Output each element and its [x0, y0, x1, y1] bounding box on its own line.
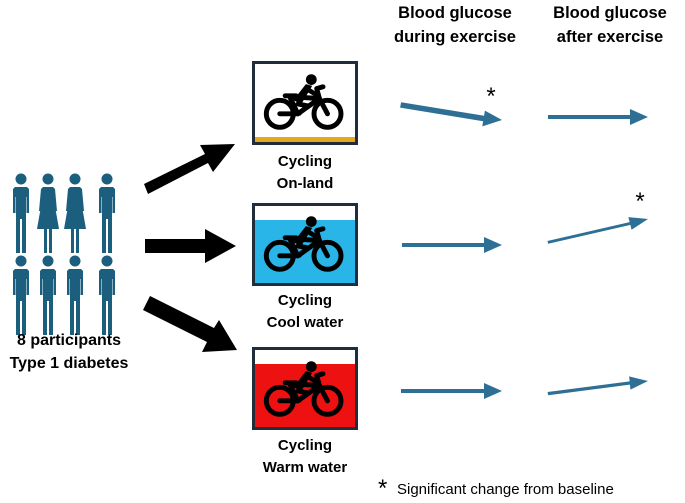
warm-during-arrow-flat [401, 383, 502, 399]
participant-group [13, 173, 115, 335]
condition-cool: Cycling Cool water [252, 203, 358, 331]
male-person-icon [99, 255, 115, 335]
header-during-line2: during exercise [394, 28, 516, 46]
assignment-arrow-cool [145, 229, 236, 263]
cool-label-line1: Cycling [278, 292, 332, 309]
land-label-line2: On-land [277, 175, 334, 192]
cool-during-arrow-flat [402, 237, 502, 253]
header-after: Blood glucose after exercise [553, 4, 667, 46]
land-during-arrow-down [400, 102, 502, 127]
warm-label-line2: Warm water [263, 459, 348, 476]
male-person-icon [13, 255, 29, 335]
header-after-line1: Blood glucose [553, 4, 667, 22]
cool-panel-frame [252, 203, 358, 286]
warm-after-arrow-up [547, 376, 648, 396]
land-label-line1: Cycling [278, 153, 332, 170]
footnote-text: Significant change from baseline [397, 481, 614, 498]
trend-arrows [400, 102, 648, 399]
footnote-marker: * [378, 475, 387, 502]
male-person-icon [13, 173, 29, 253]
male-person-icon [99, 173, 115, 253]
header-during-line1: Blood glucose [398, 4, 512, 22]
land-after-arrow-flat [548, 109, 648, 125]
land-strip [255, 137, 355, 142]
header-during: Blood glucose during exercise [394, 4, 516, 46]
warm-label-line1: Cycling [278, 437, 332, 454]
land-during-sig-marker: * [486, 83, 495, 110]
header-after-line2: after exercise [557, 28, 663, 46]
condition-land: Cycling On-land [252, 61, 358, 192]
participants-condition-label: Type 1 diabetes [10, 355, 129, 372]
cool-label-line2: Cool water [267, 314, 344, 331]
condition-warm: Cycling Warm water [252, 347, 358, 476]
cool-after-arrow-up [547, 217, 648, 244]
participants-count-label: 8 participants [17, 332, 121, 349]
cool-after-sig-marker: * [635, 188, 644, 215]
warm-panel-frame [252, 347, 358, 430]
assignment-arrow-land [144, 144, 235, 194]
male-person-icon [67, 255, 83, 335]
female-person-icon [64, 173, 86, 253]
land-panel-frame [252, 61, 358, 145]
assignment-arrow-warm [143, 296, 237, 352]
female-person-icon [37, 173, 59, 253]
male-person-icon [40, 255, 56, 335]
